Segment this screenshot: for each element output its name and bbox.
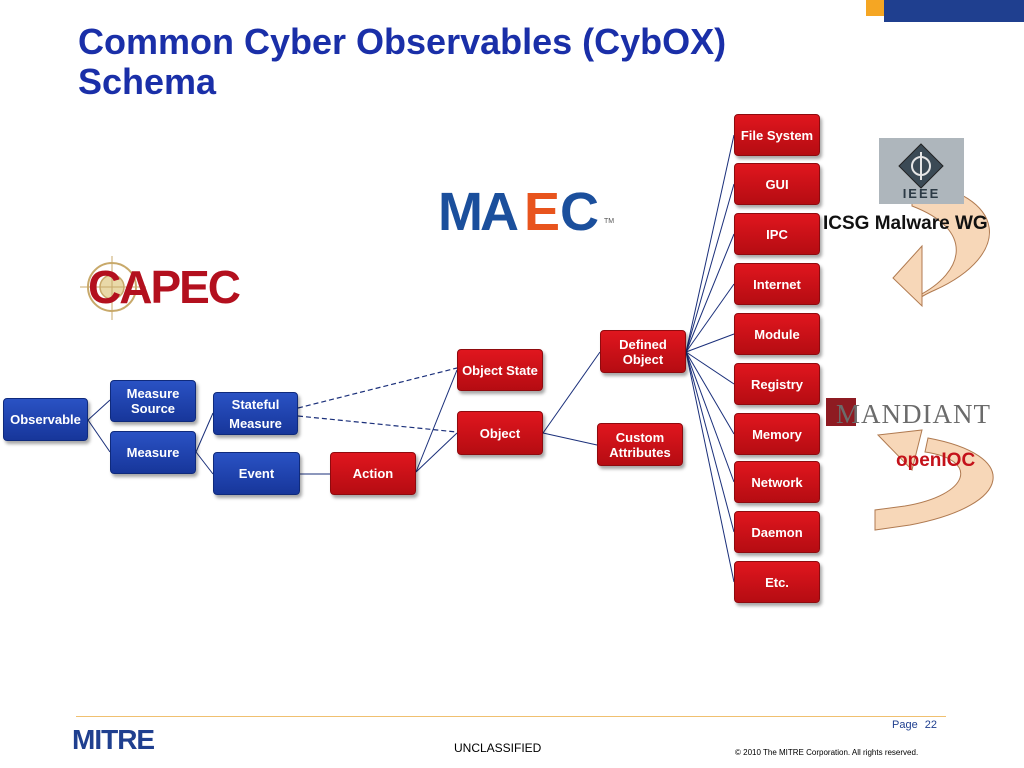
edge-fan-network xyxy=(685,351,735,483)
curved-arrow-bottom-icon xyxy=(874,437,994,531)
capec-target-icon xyxy=(80,256,146,320)
title-line-2: Schema xyxy=(78,61,217,102)
edge-object-defined-object xyxy=(542,351,601,434)
node-type-module: Module xyxy=(734,313,820,355)
edge-stateful-object xyxy=(297,415,458,433)
node-type-etc: Etc. xyxy=(734,561,820,603)
corner-accent-blue xyxy=(884,0,1024,22)
arrowhead-top-icon xyxy=(892,244,923,308)
slide-title: Common Cyber Observables (CybOX) Schema xyxy=(78,22,838,102)
node-type-file-system: File System xyxy=(734,114,820,156)
node-measure-source: Measure Source xyxy=(110,380,196,422)
node-stateful-measure: Stateful Measure xyxy=(213,392,298,435)
edge-action-object-state xyxy=(415,369,458,473)
node-object: Object xyxy=(457,411,543,455)
node-type-registry: Registry xyxy=(734,363,820,405)
edge-fan-module xyxy=(685,333,735,353)
node-custom-attributes: Custom Attributes xyxy=(597,423,683,466)
edge-fan-registry xyxy=(685,351,735,385)
node-measure: Measure xyxy=(110,431,196,474)
icsg-label: ICSG Malware WG xyxy=(823,213,988,234)
node-object-state: Object State xyxy=(457,349,543,391)
node-event: Event xyxy=(213,452,300,495)
edge-fan-file-system xyxy=(685,134,735,353)
edge-object-custom-attributes xyxy=(542,432,598,446)
mandiant-logo: MANDIANT xyxy=(826,398,1024,428)
mandiant-m-icon xyxy=(826,398,856,426)
edge-fan-internet xyxy=(685,283,735,353)
openioc-label: openIOC xyxy=(896,450,976,471)
title-line-1: Common Cyber Observables (CybOX) xyxy=(78,21,727,62)
edge-action-object xyxy=(415,432,458,473)
node-type-daemon: Daemon xyxy=(734,511,820,553)
edge-observable-measure xyxy=(87,419,111,453)
edge-observable-measure-source xyxy=(87,399,111,421)
copyright-notice: © 2010 The MITRE Corporation. All rights… xyxy=(735,748,919,757)
node-type-network: Network xyxy=(734,461,820,503)
mitre-logo: MITRE xyxy=(72,724,155,755)
maec-logo: MA E C TM xyxy=(438,182,615,242)
edge-fan-daemon xyxy=(685,351,735,533)
ieee-logo: IEEE xyxy=(879,138,964,204)
node-type-ipc: IPC xyxy=(734,213,820,255)
node-observable: Observable xyxy=(3,398,88,441)
node-type-memory: Memory xyxy=(734,413,820,455)
capec-logo: CAPEC xyxy=(80,256,265,320)
footer-divider xyxy=(76,716,946,717)
node-type-gui: GUI xyxy=(734,163,820,205)
edge-fan-memory xyxy=(685,351,735,435)
curved-arrow-top-icon xyxy=(911,179,990,302)
edge-measure-event xyxy=(195,451,214,475)
ieee-diamond-icon xyxy=(898,143,944,189)
edge-fan-etc xyxy=(685,351,735,583)
edge-fan-ipc xyxy=(685,233,735,353)
edge-stateful-object-state xyxy=(297,367,458,409)
node-type-internet: Internet xyxy=(734,263,820,305)
node-action: Action xyxy=(330,452,416,495)
arrowhead-bottom-icon xyxy=(876,429,923,471)
node-defined-object: Defined Object xyxy=(600,330,686,373)
page-indicator: Page 22 xyxy=(892,719,938,731)
edge-fan-gui xyxy=(685,183,735,353)
corner-accent-orange xyxy=(866,0,884,16)
edge-measure-stateful xyxy=(195,412,214,453)
classification-label: UNCLASSIFIED xyxy=(454,741,542,755)
